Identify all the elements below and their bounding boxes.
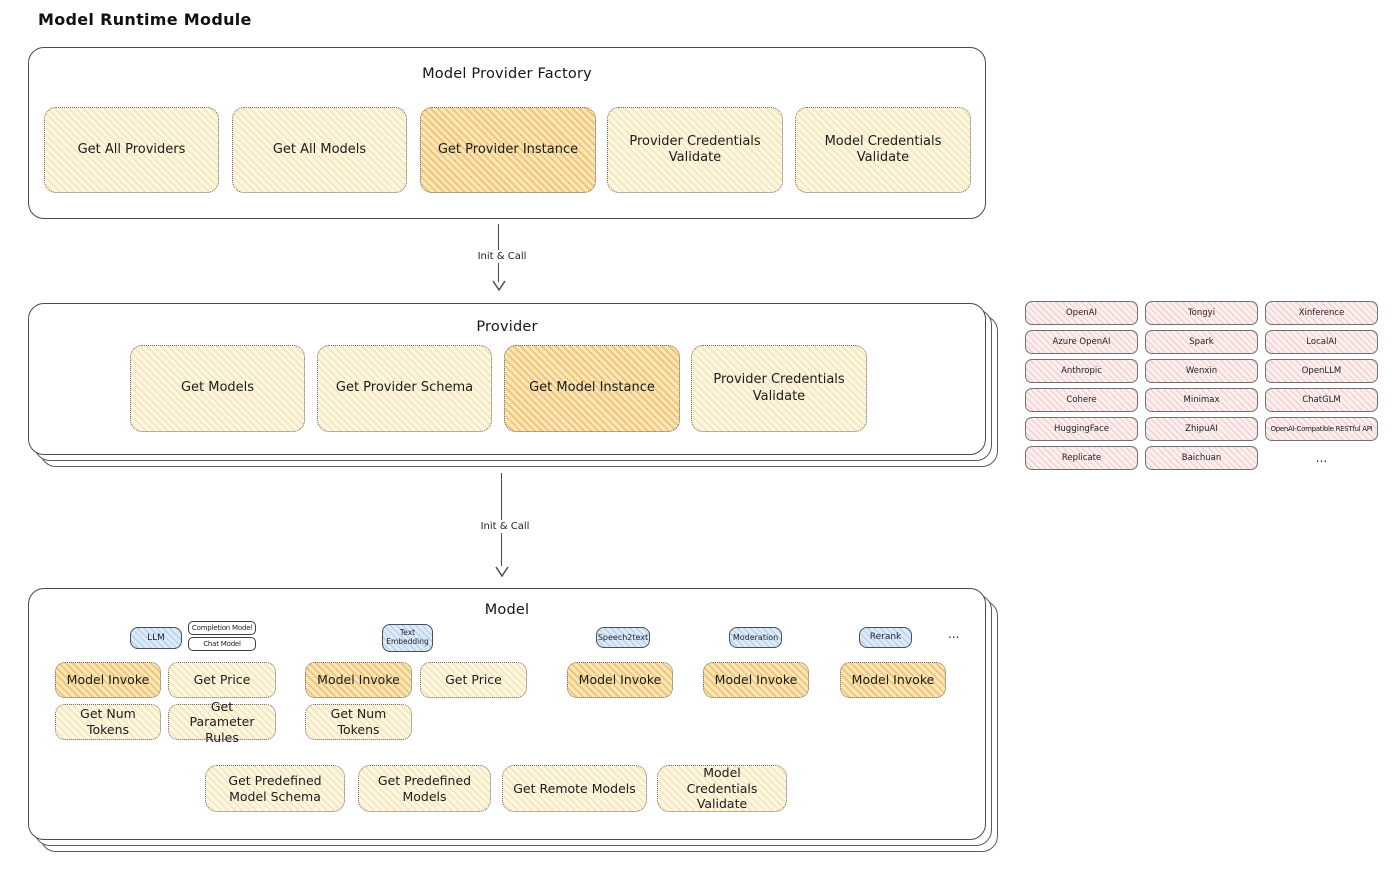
provider-pill-cohere: Cohere	[1025, 388, 1138, 412]
tab-moderation: Moderation	[729, 627, 782, 648]
factory-title: Model Provider Factory	[422, 66, 592, 82]
speech2text-model-invoke: Model Invoke	[567, 662, 673, 698]
init-call-label-1: Init & Call	[459, 250, 545, 263]
model-title: Model	[484, 602, 530, 618]
provider-pill-azure-openai: Azure OpenAI	[1025, 330, 1138, 354]
llm-get-num-tokens: Get Num Tokens	[55, 704, 161, 740]
factory-get-all-providers: Get All Providers	[44, 107, 219, 193]
llm-get-price: Get Price	[168, 662, 276, 698]
model-credentials-validate: Model Credentials Validate	[657, 765, 787, 812]
tab-rerank: Rerank	[859, 627, 912, 648]
provider-pill-openllm: OpenLLM	[1265, 359, 1378, 383]
arrow-down-icon	[492, 280, 506, 291]
provider-pill-tongyi: Tongyi	[1145, 301, 1258, 325]
embedding-get-price: Get Price	[420, 662, 527, 698]
provider-pill-minimax: Minimax	[1145, 388, 1258, 412]
init-call-label-2: Init & Call	[462, 520, 548, 533]
embedding-model-invoke: Model Invoke	[305, 662, 412, 698]
provider-pill-chatglm: ChatGLM	[1265, 388, 1378, 412]
provider-pill-localai: LocalAI	[1265, 330, 1378, 354]
rerank-model-invoke: Model Invoke	[840, 662, 946, 698]
get-predefined-model-schema: Get Predefined Model Schema	[205, 765, 345, 812]
provider-list: OpenAI Tongyi Xinference Azure OpenAI Sp…	[1025, 301, 1378, 470]
provider-provider-credentials-validate: Provider Credentials Validate	[691, 345, 867, 432]
arrow-down-icon-2	[495, 566, 509, 577]
provider-list-ellipsis: ...	[1315, 451, 1328, 465]
provider-pill-spark: Spark	[1145, 330, 1258, 354]
provider-title: Provider	[476, 319, 538, 335]
tab-llm: LLM	[130, 627, 182, 649]
provider-pill-huggingface: HuggingFace	[1025, 417, 1138, 441]
provider-pill-anthropic: Anthropic	[1025, 359, 1138, 383]
tab-text-embedding: Text Embedding	[382, 624, 433, 652]
embedding-get-num-tokens: Get Num Tokens	[305, 704, 412, 740]
provider-get-provider-schema: Get Provider Schema	[317, 345, 492, 432]
factory-get-provider-instance: Get Provider Instance	[420, 107, 596, 193]
provider-pill-openai: OpenAI	[1025, 301, 1138, 325]
provider-get-models: Get Models	[130, 345, 305, 432]
page-title: Model Runtime Module	[38, 10, 252, 29]
tab-completion-model: Completion Model	[188, 621, 256, 635]
tab-chat-model: Chat Model	[188, 637, 256, 651]
provider-pill-wenxin: Wenxin	[1145, 359, 1258, 383]
get-remote-models: Get Remote Models	[502, 765, 647, 812]
factory-get-all-models: Get All Models	[232, 107, 407, 193]
tabs-ellipsis: ...	[948, 627, 960, 641]
provider-pill-zhipuai: ZhipuAI	[1145, 417, 1258, 441]
llm-model-invoke: Model Invoke	[55, 662, 161, 698]
factory-model-credentials-validate: Model Credentials Validate	[795, 107, 971, 193]
provider-pill-xinference: Xinference	[1265, 301, 1378, 325]
provider-get-model-instance: Get Model Instance	[504, 345, 680, 432]
provider-pill-baichuan: Baichuan	[1145, 446, 1258, 470]
provider-pill-replicate: Replicate	[1025, 446, 1138, 470]
moderation-model-invoke: Model Invoke	[703, 662, 809, 698]
arrow-line-2	[501, 473, 502, 566]
factory-provider-credentials-validate: Provider Credentials Validate	[607, 107, 783, 193]
llm-get-parameter-rules: Get Parameter Rules	[168, 699, 276, 745]
provider-pill-openai-compatible: OpenAI-Compatible RESTful API	[1265, 417, 1378, 441]
get-predefined-models: Get Predefined Models	[358, 765, 491, 812]
tab-speech2text: Speech2text	[596, 627, 650, 648]
